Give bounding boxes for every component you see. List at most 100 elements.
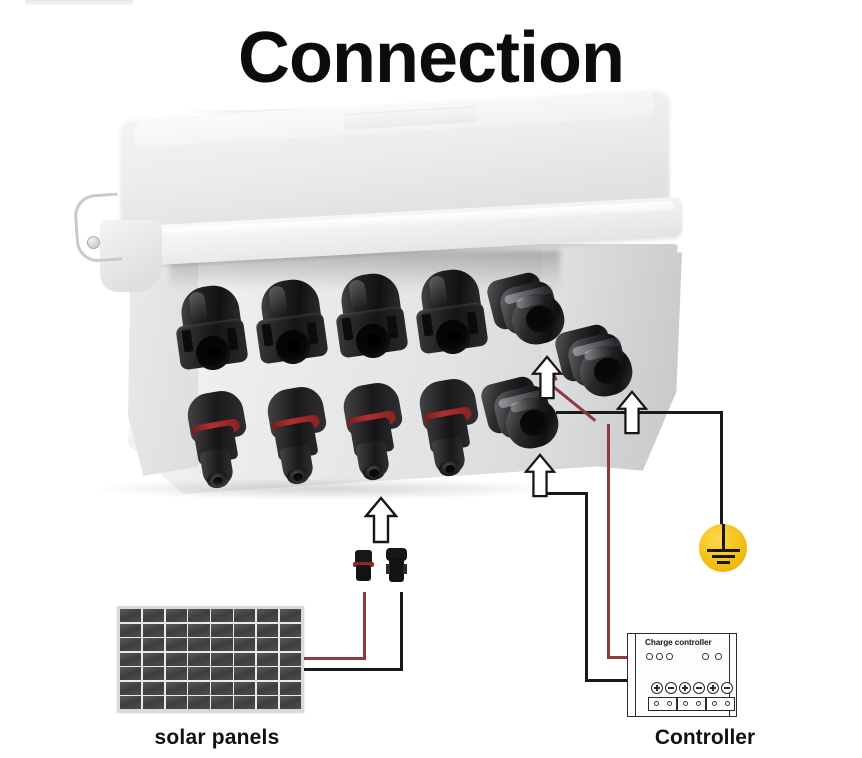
- mc4-plug-2: [264, 383, 332, 486]
- pv-positive-vertical: [363, 592, 366, 659]
- controller-terminal-plus-1: [651, 682, 663, 694]
- solar-cell: [211, 667, 233, 680]
- solar-cell: [211, 681, 233, 695]
- solar-cell: [142, 638, 165, 651]
- female-neck: [389, 558, 404, 582]
- controller-screw-2: [667, 701, 672, 706]
- pv-negative-vertical: [400, 592, 403, 670]
- solar-cell: [188, 609, 210, 622]
- solar-cell: [165, 681, 187, 695]
- solar-panel: [117, 606, 304, 712]
- solar-cell: [211, 652, 233, 666]
- solar-panels-label: solar panels: [154, 726, 280, 749]
- mc4-pair-female: [384, 548, 410, 596]
- solar-cell: [188, 681, 210, 695]
- charge-controller-right-bezel: [729, 633, 731, 717]
- solar-cell: [142, 696, 165, 709]
- controller-terminal-minus-3: [721, 682, 733, 694]
- controller-screw-3: [683, 701, 688, 706]
- solar-junction-box: [72, 88, 692, 514]
- solar-cell: [234, 681, 256, 695]
- solar-cell: [165, 623, 187, 637]
- mc4-plug-1: [184, 387, 252, 490]
- controller-terminal-block-1: [648, 697, 677, 711]
- solar-cell: [120, 696, 142, 709]
- controller-label: Controller: [654, 726, 756, 749]
- controller-terminal-block-2: [677, 697, 706, 711]
- arrow-up-to-gland-3: [524, 453, 556, 498]
- solar-cell: [188, 696, 210, 709]
- solar-cell: [211, 609, 233, 622]
- solar-cell: [142, 623, 165, 637]
- male-collar: [356, 565, 371, 581]
- solar-cell: [279, 623, 301, 637]
- solar-cell: [279, 667, 301, 680]
- solar-cell: [165, 652, 187, 666]
- solar-cell: [256, 696, 279, 709]
- output-negative-segment-3: [585, 679, 630, 682]
- mc4-socket-1: [175, 282, 250, 382]
- junction-box-hinge-lug: [100, 220, 162, 292]
- solar-cell: [165, 667, 187, 680]
- output-positive-segment-3: [607, 656, 631, 659]
- solar-cell: [256, 667, 279, 680]
- top-edge-strip: [25, 0, 133, 5]
- female-latch-left: [386, 564, 390, 574]
- solar-cell: [234, 696, 256, 709]
- solar-cell: [234, 638, 256, 651]
- controller-terminal-block-3: [706, 697, 735, 711]
- female-latch-right: [403, 564, 407, 574]
- ground-bar-2: [712, 555, 735, 558]
- solar-cell: [188, 623, 210, 637]
- solar-cell: [165, 638, 187, 651]
- controller-terminal-minus-2: [693, 682, 705, 694]
- solar-cell: [279, 652, 301, 666]
- solar-cell: [142, 609, 165, 622]
- mc4-socket-3: [335, 270, 410, 370]
- controller-led-3: [666, 653, 673, 660]
- junction-box-hinge-latch: [72, 192, 123, 264]
- solar-cell: [188, 638, 210, 651]
- solar-cell: [120, 638, 142, 651]
- charge-controller-title: Charge controller: [645, 638, 712, 647]
- solar-cell: [142, 667, 165, 680]
- solar-cell: [211, 696, 233, 709]
- controller-led-1: [646, 653, 653, 660]
- arrow-up-to-gland-2: [616, 390, 648, 435]
- solar-cell: [120, 681, 142, 695]
- junction-box-hinge-screw: [88, 237, 99, 248]
- junction-box-ground-shadow: [90, 478, 560, 500]
- solar-cell: [142, 681, 165, 695]
- output-negative-segment-1: [543, 492, 588, 495]
- controller-terminal-plus-3: [707, 682, 719, 694]
- solar-cell: [256, 652, 279, 666]
- controller-screw-1: [654, 701, 659, 706]
- solar-cell: [142, 652, 165, 666]
- solar-cell: [120, 623, 142, 637]
- mc4-socket-4: [415, 266, 490, 366]
- solar-cell: [256, 681, 279, 695]
- mc4-socket-2: [255, 276, 330, 376]
- solar-cell: [120, 609, 142, 622]
- solar-cell: [188, 667, 210, 680]
- solar-cell: [234, 623, 256, 637]
- solar-cell: [234, 652, 256, 666]
- solar-cell: [256, 609, 279, 622]
- solar-cell: [165, 609, 187, 622]
- solar-cell: [279, 696, 301, 709]
- solar-cell: [120, 667, 142, 680]
- solar-cell: [256, 623, 279, 637]
- controller-screw-4: [696, 701, 701, 706]
- output-positive-segment-2: [607, 424, 610, 658]
- mc4-connector-pair: [352, 548, 416, 594]
- mc4-plug-4: [416, 375, 484, 478]
- pv-positive-horizontal: [300, 657, 366, 660]
- male-body: [355, 550, 372, 565]
- ground-stem: [722, 524, 725, 550]
- controller-led-4: [702, 653, 709, 660]
- female-body: [386, 548, 407, 561]
- charge-controller-left-bezel: [635, 633, 637, 717]
- solar-cell: [234, 609, 256, 622]
- controller-led-5: [715, 653, 722, 660]
